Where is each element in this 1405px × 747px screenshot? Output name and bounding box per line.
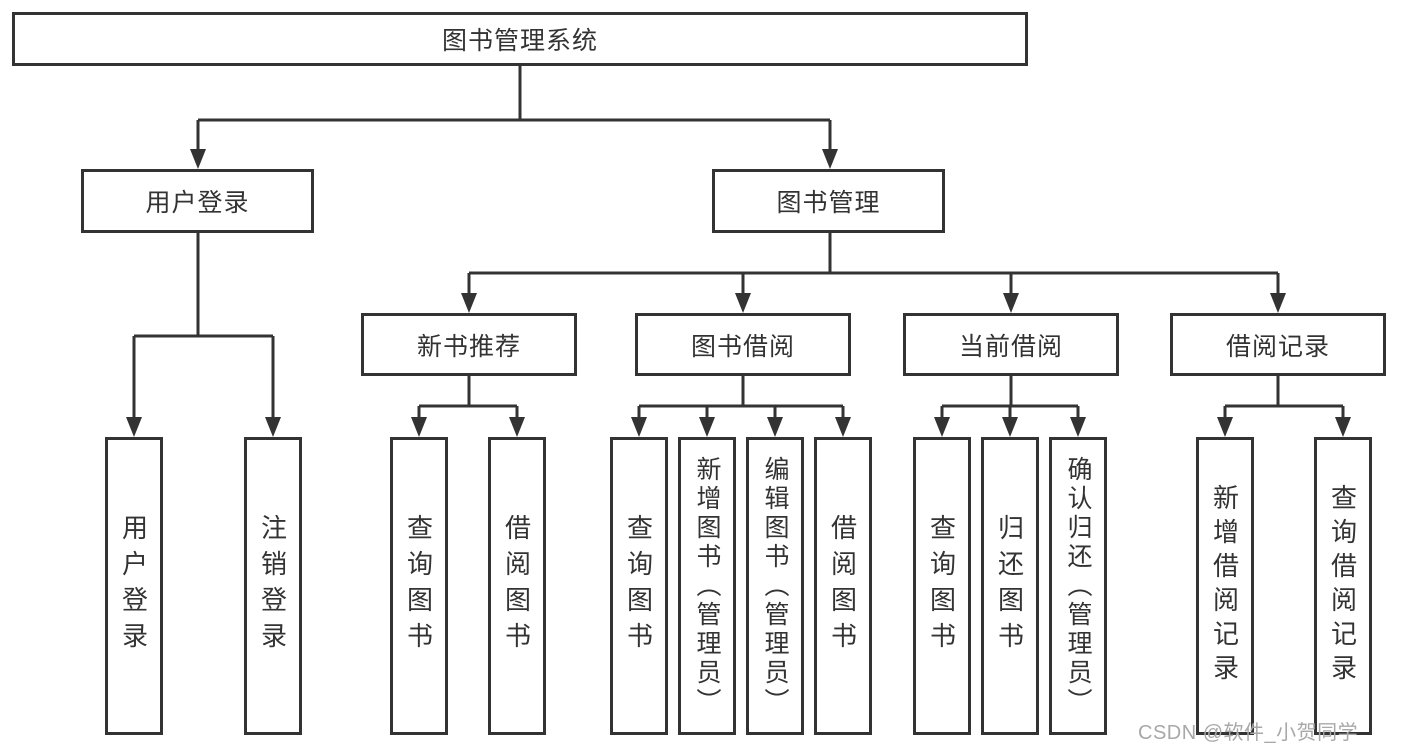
leaf-return-book: 归还图书	[981, 437, 1039, 735]
arrowhead	[1070, 417, 1086, 437]
connector-user-login-to-leaves	[132, 233, 275, 425]
connector-book-mgmt-to-level3	[467, 233, 1280, 295]
node-book-borrow: 图书借阅	[635, 313, 851, 376]
node-new-book-recommend: 新书推荐	[361, 313, 577, 376]
leaf-borrow-books-1: 借阅图书	[488, 437, 546, 735]
connector-currentborrow-to-leaves	[940, 376, 1080, 425]
arrowhead	[1270, 293, 1286, 313]
arrowhead	[509, 417, 525, 437]
connector-borrowrecords-to-leaves	[1223, 376, 1345, 425]
node-root: 图书管理系统	[12, 12, 1028, 66]
leaf-query-borrow-record: 查询借阅记录	[1314, 437, 1372, 735]
leaf-confirm-return-admin: 确认归还（管理员）	[1049, 437, 1107, 735]
leaf-edit-book-admin: 编辑图书（管理员）	[746, 437, 804, 735]
arrowhead	[822, 149, 838, 169]
arrowhead	[631, 417, 647, 437]
arrowhead	[265, 417, 281, 437]
arrowhead	[835, 417, 851, 437]
arrowhead	[934, 417, 950, 437]
connector-root-to-level2	[196, 66, 832, 151]
node-user-login: 用户登录	[81, 169, 314, 233]
leaf-logout: 注销登录	[244, 437, 302, 735]
csdn-watermark: CSDN @软件_小贺同学	[1138, 722, 1359, 744]
leaf-query-books-1: 查询图书	[390, 437, 448, 735]
connector-bookborrow-to-leaves	[637, 376, 845, 425]
arrowhead	[699, 417, 715, 437]
arrowhead	[411, 417, 427, 437]
leaf-add-book-admin: 新增图书（管理员）	[678, 437, 736, 735]
leaf-borrow-books-2: 借阅图书	[814, 437, 872, 735]
node-current-borrow: 当前借阅	[903, 313, 1119, 376]
node-borrow-records: 借阅记录	[1170, 313, 1386, 376]
arrowhead	[1335, 417, 1351, 437]
connector-newbook-to-leaves	[417, 376, 519, 425]
arrowhead	[461, 293, 477, 313]
leaf-query-books-3: 查询图书	[913, 437, 971, 735]
arrowhead	[126, 417, 142, 437]
arrowhead	[735, 293, 751, 313]
leaf-query-books-2: 查询图书	[610, 437, 668, 735]
leaf-add-borrow-record: 新增借阅记录	[1196, 437, 1254, 735]
arrowhead	[190, 149, 206, 169]
arrowhead	[1217, 417, 1233, 437]
arrowhead	[767, 417, 783, 437]
arrowhead	[1002, 417, 1018, 437]
leaf-user-login: 用户登录	[105, 437, 163, 735]
node-book-management: 图书管理	[712, 169, 945, 233]
arrowhead	[1003, 293, 1019, 313]
